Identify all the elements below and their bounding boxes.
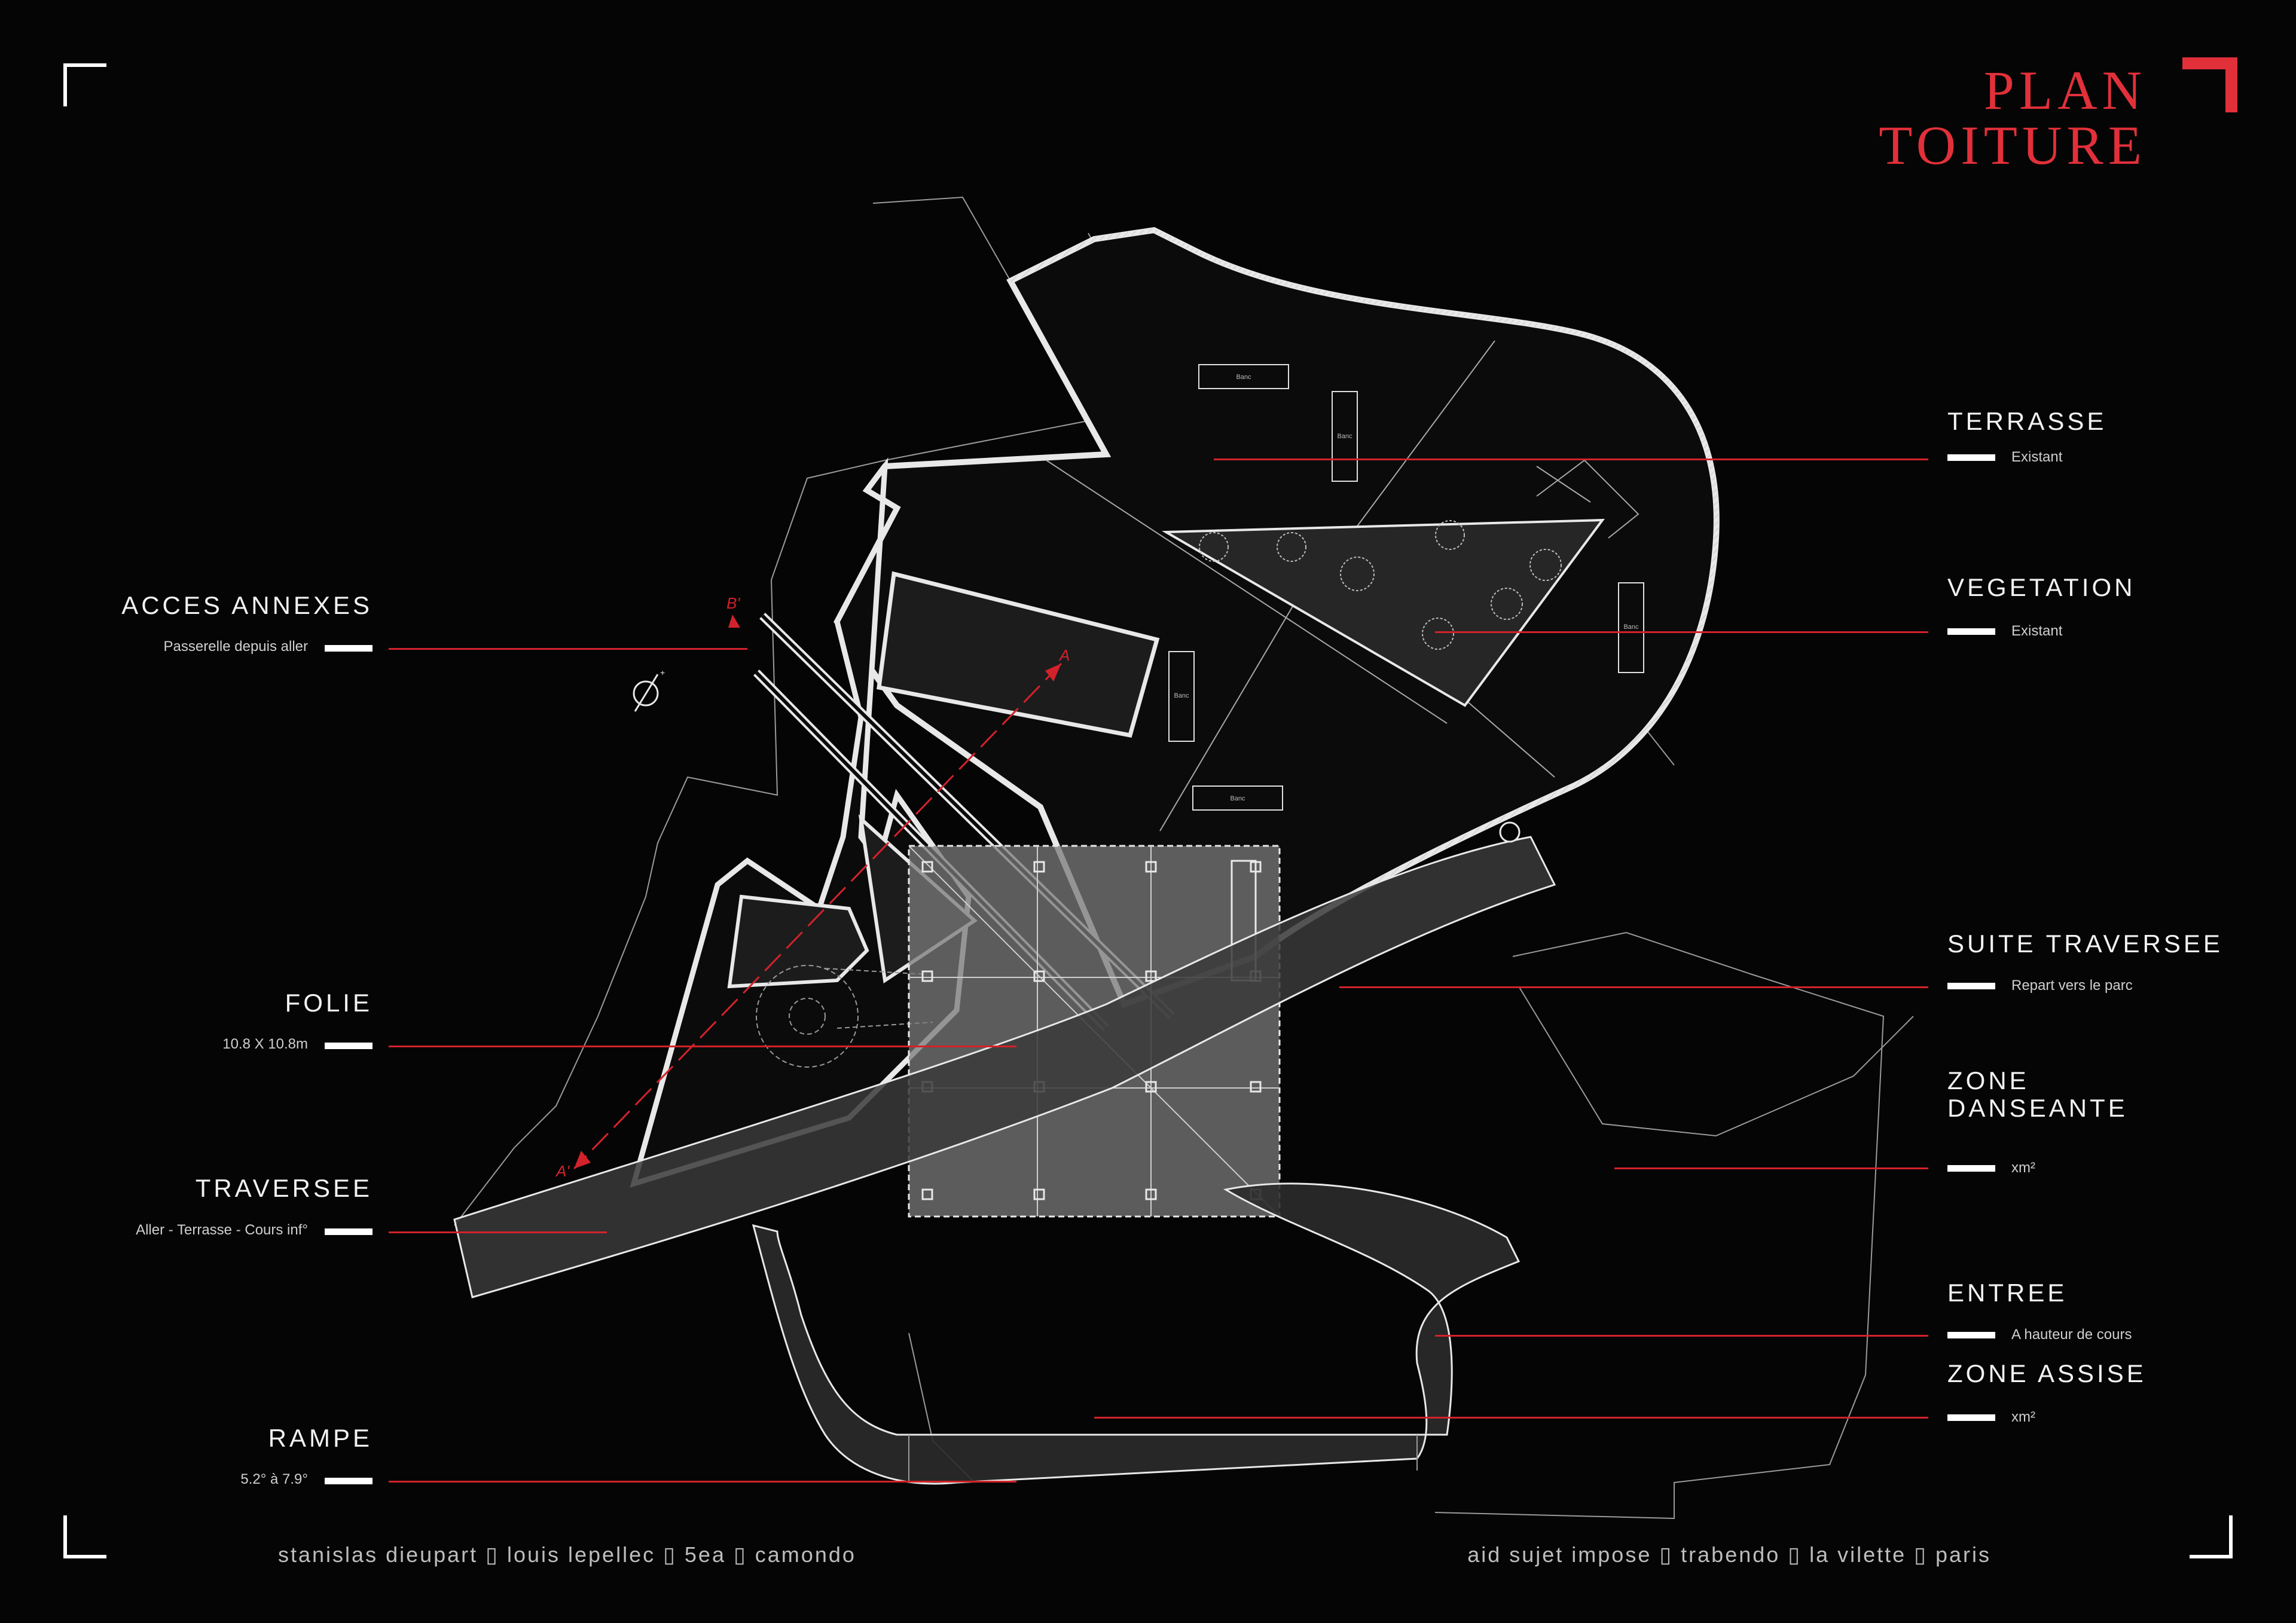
corner-bracket-bottom-left-icon xyxy=(63,1515,106,1558)
label-title: ZONE ASSISE xyxy=(1947,1359,2147,1387)
column-marker xyxy=(1499,821,1521,843)
footer-credits-left: stanislas dieupart ▯ louis lepellec ▯ 5e… xyxy=(278,1542,856,1567)
annex-shape xyxy=(630,457,972,1188)
svg-text:Banc: Banc xyxy=(1623,623,1639,631)
svg-text:A: A xyxy=(1058,646,1070,664)
leader-line-traversee xyxy=(389,1231,607,1233)
leader-line-terrasse xyxy=(1214,459,1928,460)
ramp-loop xyxy=(752,1182,1521,1485)
label-title: TRAVERSEE xyxy=(195,1174,373,1202)
label-title: ACCES ANNEXES xyxy=(121,591,373,619)
svg-text:A': A' xyxy=(555,1162,570,1180)
bench-group xyxy=(1168,364,1644,811)
terrace-shape xyxy=(833,227,1720,1008)
leader-line-entree xyxy=(1435,1335,1928,1337)
label-bar xyxy=(325,645,373,652)
svg-text:Banc: Banc xyxy=(1174,692,1189,699)
label-title: TERRASSE xyxy=(1947,407,2107,435)
svg-text:Banc: Banc xyxy=(1230,795,1245,802)
bench-labels: Banc Banc Banc Banc Banc xyxy=(1174,374,1639,802)
label-title: FOLIE xyxy=(285,989,373,1017)
svg-text:Banc: Banc xyxy=(1236,374,1251,381)
label-bar xyxy=(325,1478,373,1484)
label-sub: Repart vers le parc xyxy=(2011,977,2133,994)
label-title: ENTREE xyxy=(1947,1279,2068,1307)
label-sub: xm² xyxy=(2011,1160,2035,1176)
label-sub: Aller - Terrasse - Cours inf° xyxy=(136,1222,308,1238)
label-title: SUITE TRAVERSEE xyxy=(1947,930,2223,958)
label-title: RAMPE xyxy=(268,1424,373,1452)
leader-line-suite-traversee xyxy=(1339,986,1928,988)
label-bar xyxy=(1947,628,1995,635)
label-bar xyxy=(325,1228,373,1235)
leader-line-vegetation xyxy=(1435,631,1928,633)
svg-text:+: + xyxy=(660,668,665,677)
label-title: ZONE DANSEANTE xyxy=(1947,1066,2128,1123)
annex-inner xyxy=(727,894,869,989)
corner-bracket-top-right-icon xyxy=(2182,57,2237,112)
north-arrow-icon: + xyxy=(633,668,665,712)
label-sub: 5.2° à 7.9° xyxy=(240,1471,308,1487)
label-bar xyxy=(1947,454,1995,461)
section-line-a xyxy=(573,662,1062,1170)
leader-line-acces-annexes xyxy=(389,648,747,650)
label-sub: 10.8 X 10.8m xyxy=(222,1036,308,1052)
label-bar xyxy=(1947,1414,1995,1421)
label-bar xyxy=(1947,1332,1995,1338)
label-sub: Existant xyxy=(2011,449,2063,465)
tree-icons xyxy=(1199,520,1562,650)
label-bar xyxy=(1947,1165,1995,1172)
label-sub: Passerelle depuis aller xyxy=(163,638,308,655)
leader-line-zone-danseante xyxy=(1614,1167,1928,1169)
traversee-band xyxy=(453,836,1556,1298)
leader-line-rampe xyxy=(389,1481,1016,1483)
label-sub: Existant xyxy=(2011,623,2063,639)
corner-bracket-bottom-right-icon xyxy=(2190,1515,2233,1558)
label-bar xyxy=(1947,983,1995,989)
section-marker-icon xyxy=(728,615,740,628)
terrace-grid-lines xyxy=(1046,340,1639,832)
label-title: VEGETATION xyxy=(1947,573,2136,601)
leader-line-zone-assise xyxy=(1094,1417,1928,1419)
label-sub: A hauteur de cours xyxy=(2011,1326,2132,1343)
inner-platform xyxy=(877,571,1160,738)
svg-text:Banc: Banc xyxy=(1337,433,1352,440)
section-marker-icon xyxy=(574,1151,591,1169)
svg-text:B': B' xyxy=(726,594,740,612)
vegetation-zone xyxy=(1161,518,1605,707)
corner-bracket-top-left-icon xyxy=(63,63,106,106)
label-bar xyxy=(325,1043,373,1049)
page-title: PLAN TOITURE xyxy=(1879,60,2147,176)
footer-credits-right: aid sujet impose ▯ trabendo ▯ la vilette… xyxy=(1467,1542,1991,1567)
label-sub: xm² xyxy=(2011,1409,2035,1425)
leader-line-folie xyxy=(389,1046,1016,1047)
section-marker-icon xyxy=(1045,664,1061,681)
spiral-stair xyxy=(756,965,859,1068)
